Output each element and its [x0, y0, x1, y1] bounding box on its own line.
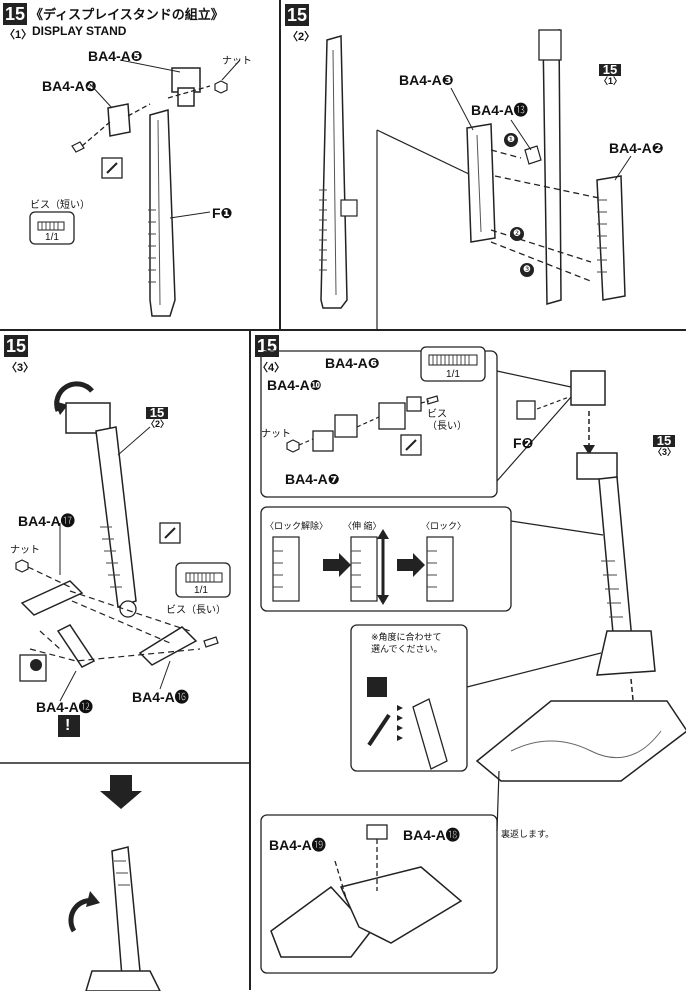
- substep-label: 〈3〉: [6, 362, 35, 374]
- stand-base-assembly-illustration: [0, 381, 250, 991]
- part-label-a12: BA4-A⓬: [36, 699, 93, 715]
- part-label-a18: BA4-A⓲: [403, 827, 460, 843]
- ref-number: 15: [599, 63, 621, 76]
- screw-short-label: ビス（短い）: [30, 200, 90, 211]
- part-label-a3: BA4-A❸: [399, 72, 454, 88]
- extend-label: 〈伸 縮〉: [343, 521, 382, 531]
- flip-over-note: 裏返します。: [501, 829, 555, 839]
- step-number: 15: [4, 335, 28, 357]
- part-label-a2: BA4-A❷: [609, 140, 664, 156]
- part-label-a6: BA4-A❻: [325, 355, 380, 371]
- ref-sub: 〈1〉: [599, 76, 623, 86]
- part-label-a10: BA4-A❿: [267, 377, 322, 393]
- nut-label: ナット: [222, 56, 252, 67]
- step-reference-box: 15 〈1〉: [599, 63, 623, 86]
- part-label-a17: BA4-A⓱: [18, 513, 75, 529]
- nut-label: ナット: [261, 429, 291, 440]
- ref-number: 15: [146, 406, 168, 419]
- part-label-a4: BA4-A❹: [42, 78, 97, 94]
- part-label-f2: F❷: [513, 435, 534, 451]
- part-label-a19: BA4-A⓳: [269, 837, 326, 853]
- screw-scale: 1/1: [446, 369, 460, 380]
- substep-label: 〈1〉: [4, 29, 33, 41]
- part-label-a5: BA4-A❺: [88, 48, 143, 64]
- part-label-f1: F❶: [212, 205, 233, 221]
- panel-step15-2: 15 〈2〉 BA4-A❸ BA4-A⓭ 15: [280, 0, 686, 330]
- ref-sub: 〈2〉: [146, 419, 170, 429]
- display-stand-heading: DISPLAY STAND: [32, 24, 127, 38]
- panel-step15-1: 15 《ディスプレイスタンドの組立》 〈1〉 DISPLAY STAND BA4…: [0, 0, 280, 330]
- lock-release-label: 〈ロック解除〉: [265, 521, 329, 531]
- warning-mark: !: [65, 717, 71, 734]
- substep-label: 〈2〉: [287, 31, 316, 43]
- part-label-a13: BA4-A⓭: [471, 102, 528, 118]
- stand-arm-assembly-illustration: [319, 29, 632, 330]
- stand-arm-illustration: [29, 59, 241, 317]
- part-label-a16: BA4-A⓰: [132, 689, 189, 705]
- page-title: 《ディスプレイスタンドの組立》: [30, 7, 224, 22]
- panel-step15-4: 15 〈4〉: [250, 330, 686, 990]
- part-label-a7: BA4-A❼: [285, 471, 340, 487]
- screw-long-label: ビス（長い）: [166, 605, 226, 616]
- lock-label: 〈ロック〉: [421, 521, 467, 531]
- order-badge-1: ❶: [507, 134, 516, 144]
- screw-scale: 1/1: [194, 585, 208, 596]
- step-number: 15: [3, 3, 27, 25]
- order-badge-3: ❸: [523, 264, 532, 274]
- step-reference-box: 15 〈3〉: [653, 434, 677, 457]
- substep-label: 〈4〉: [257, 362, 286, 374]
- angle-note: ※角度に合わせて 選んでください。: [371, 632, 443, 654]
- nut-label: ナット: [10, 545, 40, 556]
- order-badge-2: ❷: [513, 228, 522, 238]
- screw-scale: 1/1: [45, 232, 59, 243]
- step-reference-box: 15 〈2〉: [146, 406, 170, 429]
- panel-step15-3: 15 〈3〉: [0, 330, 250, 991]
- ref-sub: 〈3〉: [653, 447, 677, 457]
- ref-number: 15: [653, 434, 675, 447]
- screw-long-label: ビス （長い）: [427, 409, 467, 432]
- step-number: 15: [285, 4, 309, 26]
- stand-joint-base-illustration: [260, 346, 686, 974]
